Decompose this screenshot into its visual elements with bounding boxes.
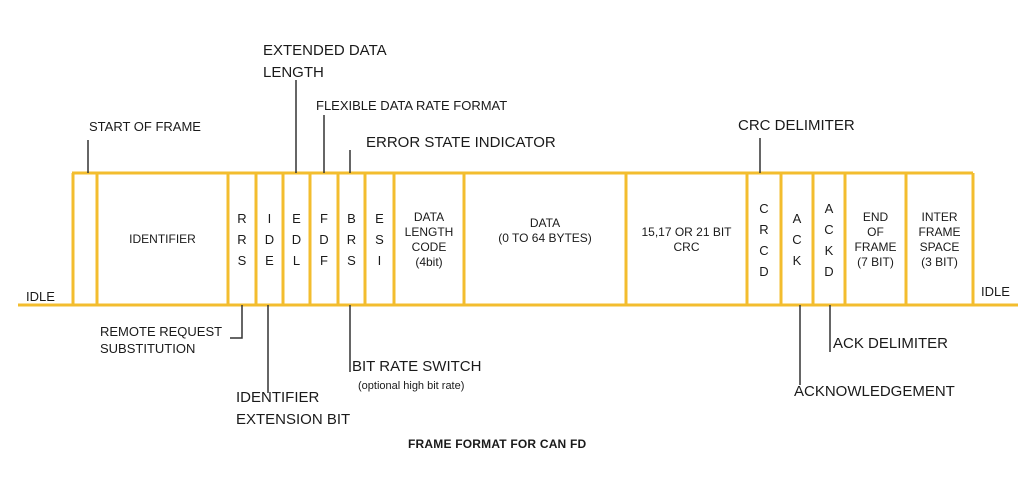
field-identifier: IDENTIFIER: [129, 232, 196, 246]
leader-rrs: [230, 305, 243, 339]
field-crc: 15,17 OR 21 BIT CRC: [641, 224, 732, 254]
label-error-state-indicator: ERROR STATE INDICATOR: [366, 134, 556, 151]
leader-lines: [87, 80, 831, 393]
field-esi: E S I: [375, 211, 384, 268]
field-rrs: R R S: [237, 211, 247, 268]
label-crc-delimiter: CRC DELIMITER: [738, 117, 855, 134]
field-edl: E D L: [291, 211, 302, 268]
idle-right-label: IDLE: [981, 284, 1010, 299]
label-acknowledgement: ACKNOWLEDGEMENT: [794, 383, 955, 400]
label-remote-request-substitution: REMOTE REQUEST SUBSTITUTION: [100, 324, 223, 356]
field-crc-delimiter: C R C D: [759, 200, 769, 279]
field-data: DATA (0 TO 64 BYTES): [498, 216, 592, 245]
label-extended-data-length: EXTENDED DATA LENGTH: [263, 42, 387, 81]
field-end-of-frame: END OF FRAME (7 BIT): [854, 209, 897, 269]
field-brs: B R S: [346, 211, 357, 268]
field-ack: A C K: [792, 211, 802, 268]
idle-left-label: IDLE: [26, 289, 55, 304]
label-bit-rate-switch-note: (optional high bit rate): [358, 380, 465, 392]
field-dividers: [71, 173, 975, 305]
label-bit-rate-switch: BIT RATE SWITCH: [352, 358, 482, 375]
field-start-of-frame: [75, 176, 95, 303]
field-inter-frame-space: INTER FRAME SPACE (3 BIT): [918, 209, 961, 269]
field-data-length-code: DATA LENGTH CODE (4bit): [404, 209, 454, 269]
field-ide: I D E: [264, 211, 275, 268]
label-start-of-frame: START OF FRAME: [89, 119, 201, 134]
field-ack-delimiter: A C K D: [824, 200, 834, 279]
diagram-caption: FRAME FORMAT FOR CAN FD: [408, 437, 587, 451]
label-identifier-extension-bit: IDENTIFIER EXTENSION BIT: [236, 389, 351, 428]
label-flexible-data-rate-format: FLEXIBLE DATA RATE FORMAT: [316, 98, 508, 113]
field-fdf: F D F: [319, 211, 329, 268]
label-ack-delimiter: ACK DELIMITER: [833, 335, 949, 352]
